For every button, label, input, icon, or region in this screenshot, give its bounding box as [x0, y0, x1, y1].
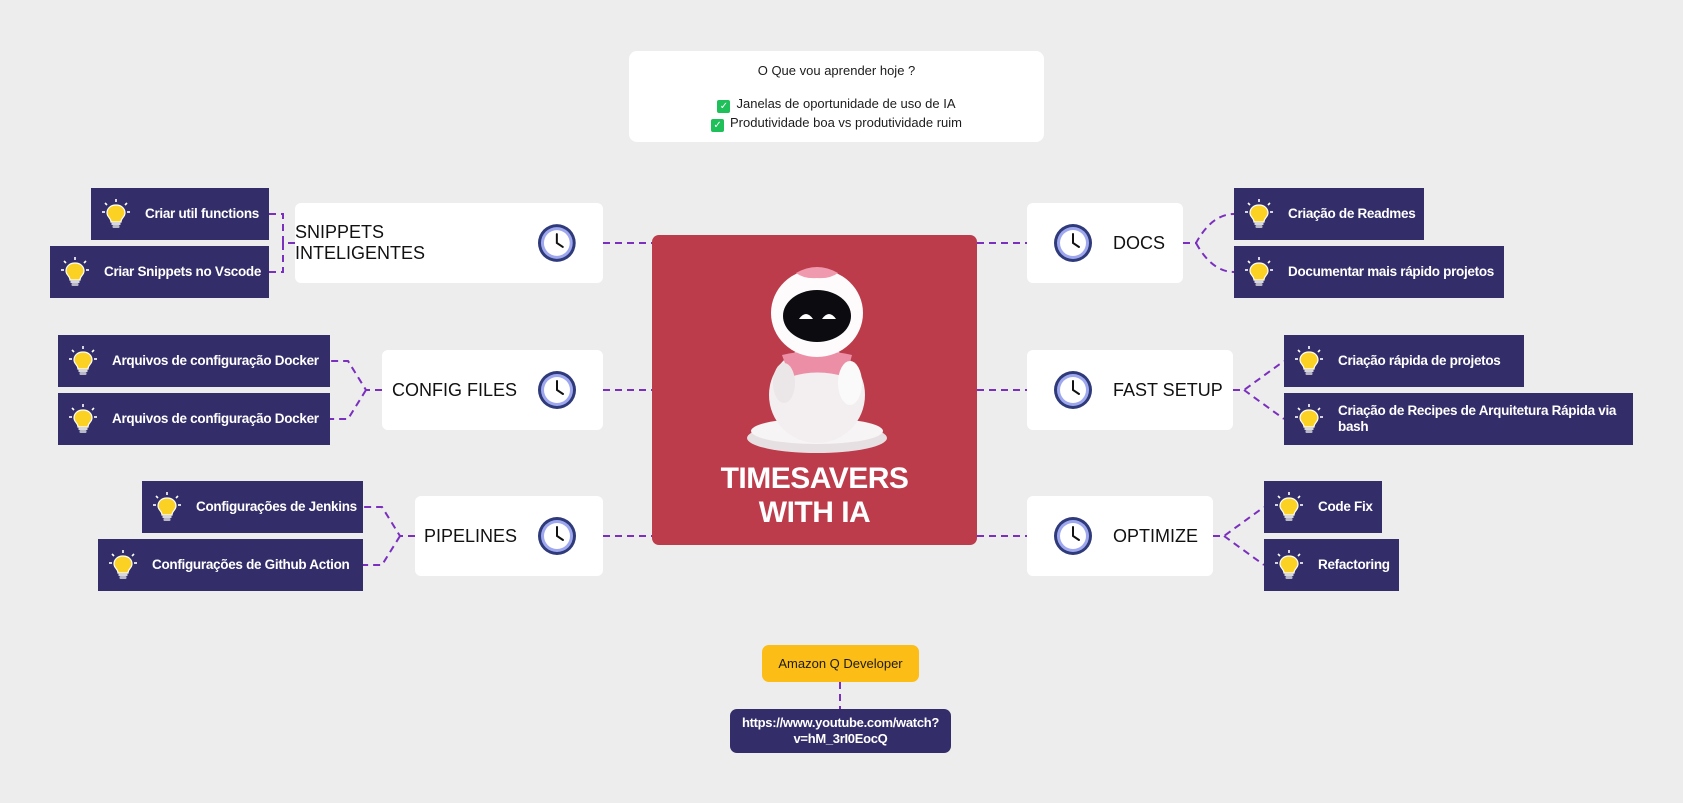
topic-optimize: OPTIMIZE: [1027, 496, 1213, 576]
lightbulb-icon: [109, 550, 137, 579]
clock-icon: [538, 517, 576, 555]
clock-icon: [1054, 371, 1092, 409]
lightbulb-icon: [1275, 550, 1303, 579]
clock-icon: [538, 371, 576, 409]
learning-question: O Que vou aprender hoje ?: [757, 63, 916, 78]
goal-item: ✓Janelas de oportunidade de uso de IA: [629, 94, 1044, 113]
subtopic-docker-config-2: Arquivos de configuração Docker: [58, 393, 330, 445]
central-topic-card: TIMESAVERS WITH IA: [652, 235, 977, 545]
subtopic-criacao-rapida-projetos: Criação rápida de projetos: [1284, 335, 1524, 387]
subtopic-docker-config-1: Arquivos de configuração Docker: [58, 335, 330, 387]
central-title: TIMESAVERS WITH IA: [720, 462, 909, 529]
subtopic-criar-util-functions: Criar util functions: [91, 188, 269, 240]
topic-label: OPTIMIZE: [1113, 525, 1198, 546]
topic-fast-setup: FAST SETUP: [1027, 350, 1233, 430]
lightbulb-icon: [1295, 404, 1323, 433]
checkbox-icon: ✓: [717, 100, 731, 113]
lightbulb-icon: [69, 404, 97, 433]
clock-icon: [1054, 224, 1092, 262]
topic-docs: DOCS: [1027, 203, 1183, 283]
subtopic-recipes-arquitetura: Criação de Recipes de Arquitetura Rápida…: [1284, 393, 1633, 445]
lightbulb-icon: [61, 257, 89, 286]
subtopic-code-fix: Code Fix: [1264, 481, 1382, 533]
lightbulb-icon: [1245, 257, 1273, 286]
topic-config-files: CONFIG FILES: [382, 350, 603, 430]
lightbulb-icon: [1245, 199, 1273, 228]
topic-pipelines: PIPELINES: [415, 496, 603, 576]
topic-label: SNIPPETS INTELIGENTES: [295, 222, 426, 263]
lightbulb-icon: [1295, 346, 1323, 375]
learning-goals-card: O Que vou aprender hoje ? ✓Janelas de op…: [629, 51, 1044, 142]
clock-icon: [1054, 517, 1092, 555]
subtopic-refactoring: Refactoring: [1264, 539, 1399, 591]
subtopic-jenkins: Configurações de Jenkins: [142, 481, 363, 533]
amazon-q-developer-label: Amazon Q Developer: [762, 645, 919, 682]
youtube-link[interactable]: https://www.youtube.com/watch? v=hM_3rI0…: [730, 709, 951, 753]
subtopic-criar-snippets-vscode: Criar Snippets no Vscode: [50, 246, 269, 298]
lightbulb-icon: [1275, 492, 1303, 521]
topic-label: PIPELINES: [423, 525, 517, 546]
goal-item: ✓Produtividade boa vs produtividade ruim: [629, 113, 1044, 132]
topic-label: CONFIG FILES: [391, 379, 517, 400]
subtopic-criacao-readmes: Criação de Readmes: [1234, 188, 1424, 240]
lightbulb-icon: [102, 199, 130, 228]
topic-snippets-inteligentes: SNIPPETS INTELIGENTES: [295, 203, 603, 283]
topic-label: FAST SETUP: [1113, 379, 1223, 400]
robot-image: [747, 267, 887, 453]
lightbulb-icon: [69, 346, 97, 375]
checkbox-icon: ✓: [711, 119, 725, 132]
clock-icon: [538, 224, 577, 262]
subtopic-github-action: Configurações de Github Action: [98, 539, 363, 591]
topic-label: DOCS: [1113, 232, 1166, 253]
subtopic-documentar-projetos: Documentar mais rápido projetos: [1234, 246, 1504, 298]
lightbulb-icon: [153, 492, 181, 521]
